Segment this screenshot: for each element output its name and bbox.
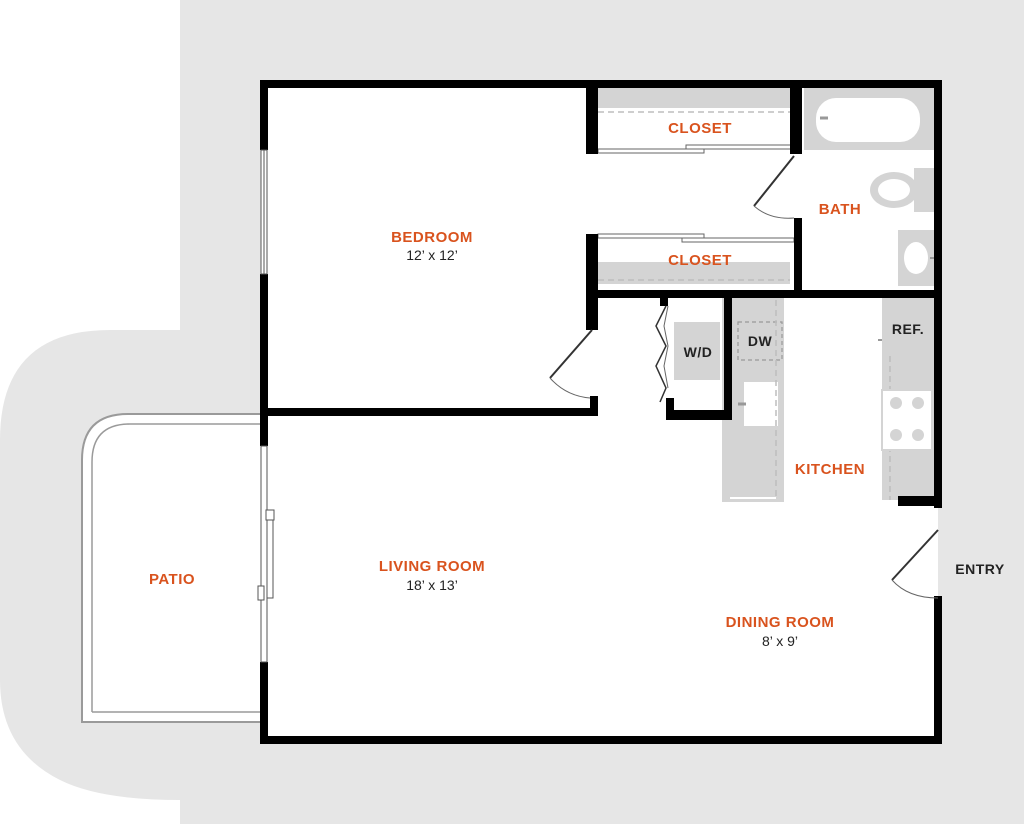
bedroom-window [260, 149, 268, 275]
closet-bottom-label: CLOSET [668, 252, 732, 269]
closet-bottom-shelf [598, 262, 790, 284]
living-room-dims: 18’ x 13’ [406, 577, 458, 593]
laundry-bifold-door [655, 305, 669, 403]
entry-label: ENTRY [955, 561, 1005, 577]
kitchen-sink-icon [738, 382, 778, 426]
washer-dryer-unit [674, 322, 720, 380]
bedroom-label: BEDROOM [391, 229, 473, 246]
closet-top-label: CLOSET [668, 120, 732, 137]
living-room-sliding-door [257, 445, 275, 663]
stove-icon [881, 389, 933, 451]
dishwasher-icon [737, 321, 783, 361]
washer-dryer-label: W/D [684, 344, 713, 360]
dining-room-dims: 8’ x 9’ [762, 633, 798, 649]
patio-label: PATIO [149, 571, 195, 588]
entry-door [891, 529, 939, 599]
dining-room-label: DINING ROOM [726, 614, 835, 631]
toilet-icon [870, 168, 934, 212]
refrigerator-icon [878, 300, 934, 354]
refrigerator-label: REF. [892, 321, 924, 337]
living-room-label: LIVING ROOM [379, 558, 485, 575]
bathtub-icon [804, 88, 934, 150]
interior-walls [268, 88, 942, 506]
sink-icon [898, 230, 936, 286]
patio [81, 413, 265, 723]
bath-label: BATH [819, 201, 862, 218]
bath-door [753, 155, 795, 219]
kitchen-label: KITCHEN [795, 461, 865, 478]
closet-top-shelf [598, 88, 790, 108]
bedroom-dims: 12’ x 12’ [406, 247, 458, 263]
bedroom-door [549, 329, 593, 399]
dishwasher-label: DW [748, 333, 773, 349]
